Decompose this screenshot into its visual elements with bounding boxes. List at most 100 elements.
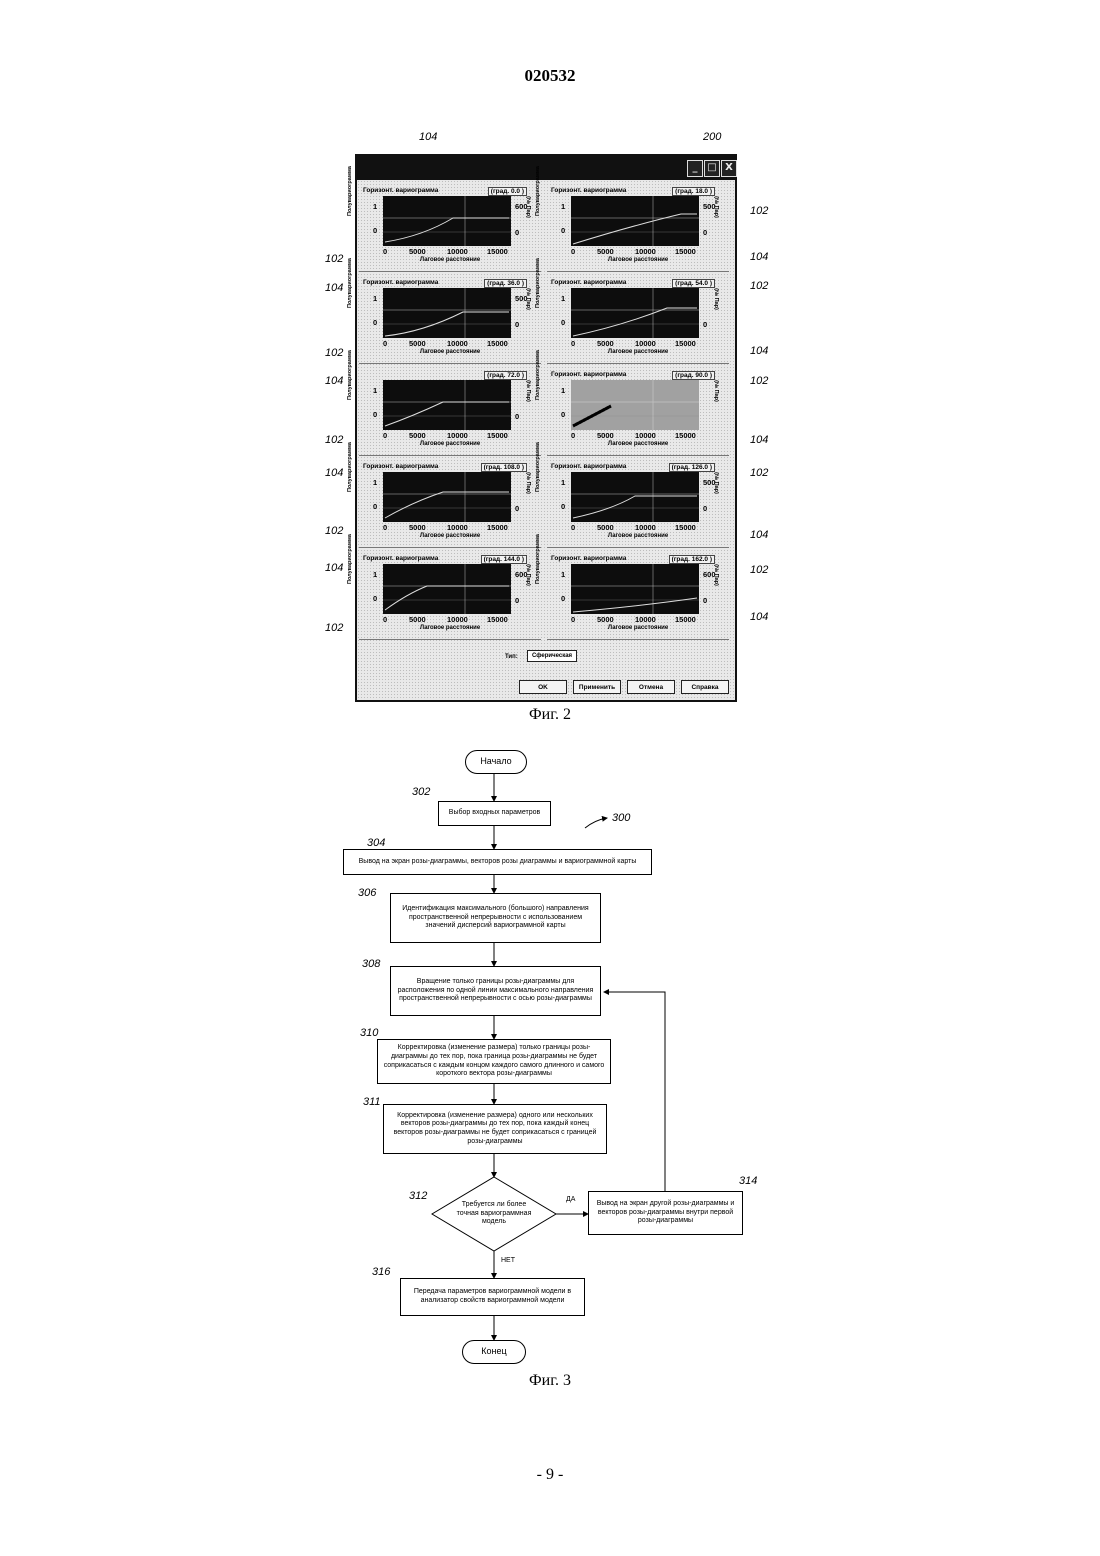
close-button[interactable]: X	[721, 160, 737, 177]
panel-ytick: 0	[561, 502, 565, 511]
ref-102: 102	[325, 347, 343, 359]
ref-306: 306	[358, 887, 376, 899]
type-select[interactable]: Сферическая	[527, 650, 577, 662]
panel-y2label: (№ Пар)	[525, 472, 531, 494]
panel-ylabel: Полувариограмма	[347, 258, 353, 308]
xtick: 10000	[635, 523, 656, 532]
apply-button[interactable]: Применить	[573, 680, 621, 694]
xtick: 10000	[635, 615, 656, 624]
ref-104: 104	[325, 562, 343, 574]
cancel-button[interactable]: Отмена	[627, 680, 675, 694]
panel-title: Горизонт. вариограмма	[551, 371, 626, 378]
xtick: 0	[571, 247, 575, 256]
panel-xlabel: Лаговое расстояние	[547, 349, 729, 355]
panel-ytick: 1	[561, 478, 565, 487]
panel-ytick: 0	[561, 318, 565, 327]
ref-104: 104	[325, 282, 343, 294]
xtick: 5000	[409, 431, 426, 440]
ref-308: 308	[362, 958, 380, 970]
xtick: 10000	[447, 523, 468, 532]
panel-angle: (град. 54.0 )	[672, 279, 715, 288]
panel-ytick: 1	[373, 570, 377, 579]
ref-200: 200	[703, 131, 721, 143]
variogram-plot	[383, 196, 511, 246]
panel-y2tick: 0	[515, 504, 519, 513]
step-314: Вывод на экран другой розы-диаграммы и в…	[588, 1191, 743, 1235]
panel-ylabel: Полувариограмма	[347, 442, 353, 492]
variogram-panel: Горизонт. вариограмма(град. 126.0 )Полув…	[547, 462, 729, 548]
ref-300: 300	[612, 812, 630, 824]
panel-y2tick: 0	[515, 228, 519, 237]
ref-102: 102	[325, 622, 343, 634]
step-308: Вращение только границы розы-диаграммы д…	[390, 966, 601, 1016]
step-311: Корректировка (изменение размера) одного…	[383, 1104, 607, 1154]
variogram-panel: Горизонт. вариограмма(град. 90.0 )Полува…	[547, 370, 729, 456]
panel-angle: (град. 36.0 )	[484, 279, 527, 288]
panel-ytick: 0	[561, 226, 565, 235]
panel-ylabel: Полувариограмма	[347, 166, 353, 216]
panel-ylabel: Полувариограмма	[535, 166, 541, 216]
minimize-button[interactable]: _	[687, 160, 703, 177]
panel-xlabel: Лаговое расстояние	[359, 349, 541, 355]
panel-y2tick: 0	[703, 228, 707, 237]
step-304: Вывод на экран розы-диаграммы, векторов …	[343, 849, 652, 875]
page-number: - 9 -	[0, 1466, 1100, 1484]
maximize-button[interactable]: □	[704, 160, 720, 177]
panel-y2label: (№ Пар)	[713, 564, 719, 586]
xtick: 5000	[409, 615, 426, 624]
variogram-curve	[383, 288, 511, 338]
fig2-caption: Фиг. 2	[0, 706, 1100, 724]
start-terminal: Начало	[465, 750, 527, 774]
variogram-panel: Горизонт. вариограмма(град. 162.0 )Полув…	[547, 554, 729, 640]
panel-angle: (град. 126.0 )	[669, 463, 715, 472]
ok-button[interactable]: OK	[519, 680, 567, 694]
variogram-plot	[383, 380, 511, 430]
panel-ylabel: Полувариограмма	[347, 350, 353, 400]
variogram-plot	[571, 288, 699, 338]
panel-title: Горизонт. вариограмма	[363, 555, 438, 562]
panel-ytick: 1	[373, 386, 377, 395]
ref-102: 102	[750, 467, 768, 479]
panel-ytick: 0	[373, 318, 377, 327]
panel-y2tick: 0	[515, 596, 519, 605]
variogram-curve	[383, 564, 511, 614]
variogram-curve	[571, 564, 699, 614]
panel-title: Горизонт. вариограмма	[551, 187, 626, 194]
ref-104: 104	[750, 611, 768, 623]
panel-title: Горизонт. вариограмма	[363, 279, 438, 286]
xtick: 10000	[635, 247, 656, 256]
panel-ytick: 1	[561, 294, 565, 303]
xtick: 15000	[487, 339, 508, 348]
xtick: 0	[571, 339, 575, 348]
panel-ytick: 0	[373, 502, 377, 511]
variogram-plot	[383, 472, 511, 522]
xtick: 0	[571, 615, 575, 624]
xtick: 5000	[597, 339, 614, 348]
variogram-curve	[571, 380, 699, 430]
xtick: 5000	[597, 523, 614, 532]
patent-number: 020532	[0, 66, 1100, 86]
panel-angle: (град. 108.0 )	[481, 463, 527, 472]
panel-y2label: (№ Пар)	[713, 288, 719, 310]
panel-ylabel: Полувариограмма	[535, 442, 541, 492]
xtick: 15000	[487, 523, 508, 532]
variogram-panel: (град. 72.0 )Полувариограмма100(№ Пар)05…	[359, 370, 541, 456]
help-button[interactable]: Справка	[681, 680, 729, 694]
panel-ytick: 1	[561, 386, 565, 395]
panel-angle: (град. 72.0 )	[484, 371, 527, 380]
panel-angle: (град. 162.0 )	[669, 555, 715, 564]
xtick: 15000	[487, 431, 508, 440]
panel-title: Горизонт. вариограмма	[363, 463, 438, 470]
panel-xlabel: Лаговое расстояние	[359, 533, 541, 539]
ref-312: 312	[409, 1190, 427, 1202]
variogram-plot	[383, 288, 511, 338]
end-terminal: Конец	[462, 1340, 526, 1364]
variogram-plot	[571, 196, 699, 246]
xtick: 15000	[675, 523, 696, 532]
xtick: 5000	[409, 247, 426, 256]
panel-y2label: (№ Пар)	[713, 472, 719, 494]
variogram-curve	[383, 196, 511, 246]
panel-angle: (град. 0.0 )	[488, 187, 527, 196]
ref-102: 102	[325, 434, 343, 446]
xtick: 15000	[487, 247, 508, 256]
